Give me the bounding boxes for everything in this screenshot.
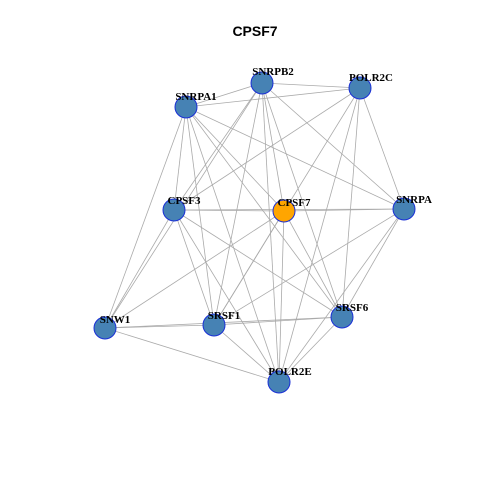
edge-snw1-polr2e bbox=[104, 327, 280, 383]
edge-snrpb2-cpsf7 bbox=[261, 82, 285, 212]
edge-polr2c-snrpa bbox=[359, 87, 405, 210]
edge-polr2c-cpsf3 bbox=[173, 87, 361, 211]
node-layer bbox=[93, 71, 416, 394]
edge-snrpb2-snrpa bbox=[261, 82, 405, 210]
node-polr2e bbox=[267, 370, 291, 394]
node-label-polr2c: POLR2C bbox=[349, 72, 393, 84]
edge-cpsf7-polr2e bbox=[278, 210, 285, 383]
edge-snrpb2-srsf1 bbox=[213, 82, 263, 326]
edge-srsf1-polr2e bbox=[213, 324, 280, 383]
edge-snrpa1-cpsf7 bbox=[185, 106, 285, 212]
edge-srsf6-polr2e bbox=[278, 316, 343, 383]
edge-cpsf7-snrpa bbox=[283, 208, 405, 212]
node-srsf1 bbox=[202, 313, 226, 337]
edge-snrpa1-srsf1 bbox=[185, 106, 215, 326]
node-snrpa bbox=[392, 197, 416, 221]
edge-snrpb2-srsf6 bbox=[261, 82, 343, 318]
edge-snrpb2-cpsf3 bbox=[173, 82, 263, 211]
edge-cpsf7-snw1 bbox=[104, 210, 285, 329]
edge-snrpb2-polr2c bbox=[261, 82, 361, 89]
node-label-cpsf3: CPSF3 bbox=[168, 195, 202, 207]
edge-snrpa-srsf1 bbox=[213, 208, 405, 326]
edge-polr2c-srsf6 bbox=[341, 87, 361, 318]
node-label-snw1: SNW1 bbox=[100, 314, 131, 326]
edge-polr2c-polr2e bbox=[278, 87, 361, 383]
node-snw1 bbox=[93, 316, 117, 340]
node-label-snrpa: SNRPA bbox=[396, 194, 432, 206]
node-cpsf3 bbox=[162, 198, 186, 222]
edge-cpsf3-srsf1 bbox=[173, 209, 215, 326]
node-label-cpsf7: CPSF7 bbox=[278, 197, 312, 209]
edge-snrpb2-snrpa1 bbox=[185, 82, 263, 108]
edge-snrpa1-cpsf3 bbox=[173, 106, 187, 211]
edge-snrpa1-srsf6 bbox=[185, 106, 343, 318]
node-label-snrpb2: SNRPB2 bbox=[252, 66, 294, 78]
edge-cpsf3-srsf6 bbox=[173, 209, 343, 318]
node-snrpa1 bbox=[174, 95, 198, 119]
edge-snrpa1-snw1 bbox=[104, 106, 187, 329]
edge-snrpa-srsf6 bbox=[341, 208, 405, 318]
graph-title: CPSF7 bbox=[232, 23, 277, 39]
edge-cpsf7-srsf1 bbox=[213, 210, 285, 326]
edge-cpsf3-snw1 bbox=[104, 209, 175, 329]
edge-polr2c-snrpa1 bbox=[185, 87, 361, 108]
edge-cpsf3-polr2e bbox=[173, 209, 280, 383]
node-cpsf7 bbox=[272, 199, 296, 223]
node-label-srsf1: SRSF1 bbox=[208, 310, 240, 322]
edge-snrpa-polr2e bbox=[278, 208, 405, 383]
node-label-polr2e: POLR2E bbox=[268, 366, 311, 378]
node-snrpb2 bbox=[250, 71, 274, 95]
node-srsf6 bbox=[330, 305, 354, 329]
edge-srsf1-srsf6 bbox=[213, 316, 343, 326]
edge-cpsf7-srsf6 bbox=[283, 210, 343, 318]
node-polr2c bbox=[348, 76, 372, 100]
node-label-snrpa1: SNRPA1 bbox=[175, 91, 216, 103]
edge-layer bbox=[104, 82, 405, 383]
edge-snrpa1-snrpa bbox=[185, 106, 405, 210]
node-label-srsf6: SRSF6 bbox=[336, 302, 369, 314]
